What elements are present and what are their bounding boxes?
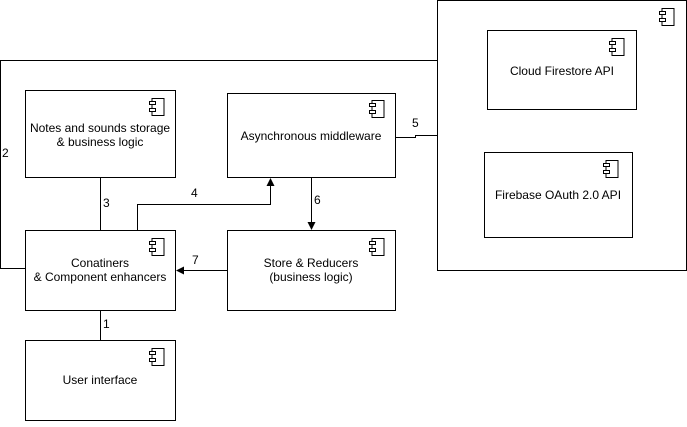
connector-6-arrowhead [307,222,316,230]
uml-component-icon [149,238,165,256]
component-store-reducers[interactable]: Store & Reducers (business logic) [227,230,396,311]
notes-storage-label-line1: Notes and sounds storage [30,121,170,135]
cloud-firestore-api-label: Cloud Firestore API [510,64,614,78]
connector-2-line [0,60,438,269]
store-reducers-label-line1: Store & Reducers [264,256,359,270]
component-containers[interactable]: Conatiners & Component enhancers [25,230,176,311]
uml-component-icon [149,98,165,116]
component-firebase-oauth-api[interactable]: Firebase OAuth 2.0 API [484,152,633,238]
component-notes-storage[interactable]: Notes and sounds storage & business logi… [25,90,176,178]
async-middleware-label: Asynchronous middleware [241,129,382,143]
component-cloud-firestore-api[interactable]: Cloud Firestore API [487,30,637,110]
notes-storage-label-line2: & business logic [57,135,144,149]
store-reducers-label-line2: (business logic) [269,270,352,284]
uml-component-icon [369,100,385,118]
containers-label-line1: Conatiners [71,256,129,270]
connector-4-label: 4 [191,186,198,200]
containers-label-line2: & Component enhancers [34,270,167,284]
connector-7-label: 7 [192,253,199,267]
uml-component-icon [149,348,165,366]
connector-7-arrowhead [176,266,184,275]
uml-component-icon [603,160,619,178]
connector-1-label: 1 [103,317,110,331]
connector-6-label: 6 [314,193,321,207]
uml-component-icon [369,238,385,256]
user-interface-label: User interface [63,373,138,387]
connector-2-label: 2 [2,146,9,160]
connector-4-line [137,184,271,231]
connector-4-arrowhead [266,178,275,186]
connector-3-label: 3 [103,196,110,210]
connector-5-label: 5 [412,116,419,130]
component-async-middleware[interactable]: Asynchronous middleware [227,93,396,178]
firebase-oauth-api-label: Firebase OAuth 2.0 API [495,188,621,202]
component-user-interface[interactable]: User interface [25,340,176,421]
uml-component-icon [659,8,675,26]
connector-5-line [395,135,438,138]
uml-component-icon [609,38,625,56]
